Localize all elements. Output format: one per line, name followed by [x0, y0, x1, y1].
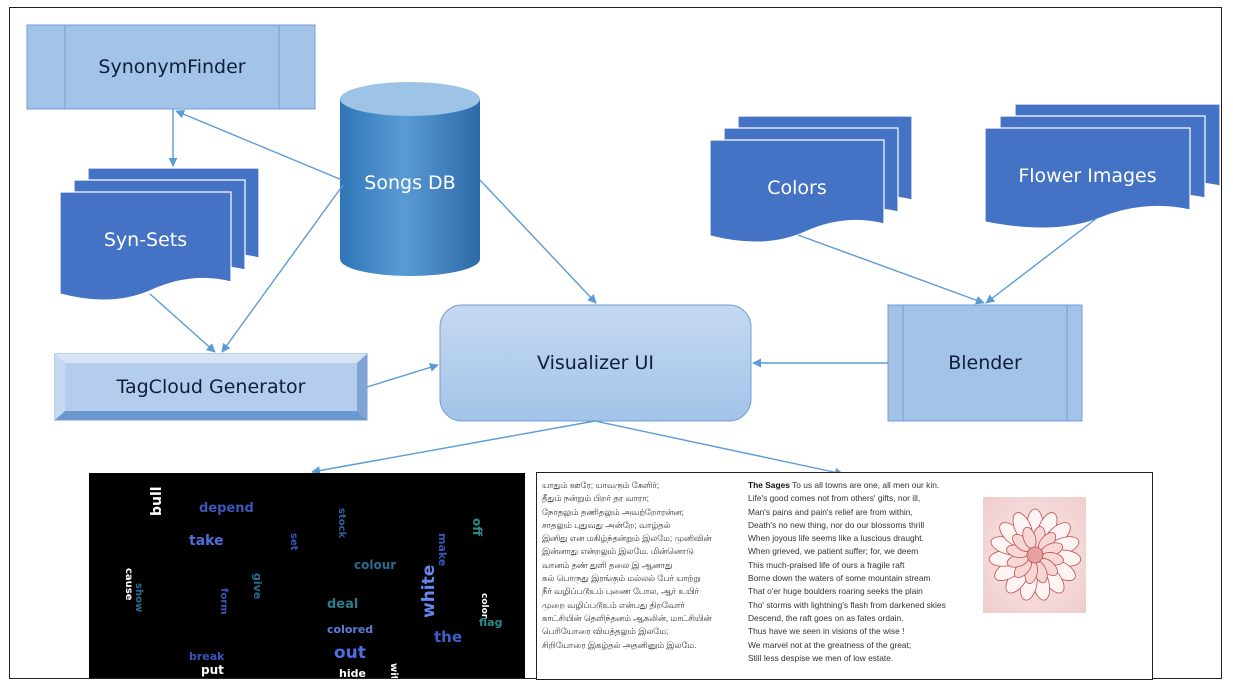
tamil-poem-line: நோதலும் தணிதலும் அவற்றோரன்ன;: [542, 506, 684, 517]
tag-word: color: [479, 593, 489, 619]
english-poem-line: When joyous life seems like a luscious d…: [748, 533, 924, 544]
tamil-poem-line: கல் பொருது இரங்கும் மல்லல் பேர் யாற்று: [542, 573, 701, 584]
arrow-visualizer-to-tagcloud-output: [311, 420, 596, 475]
english-poem-line: Death's no new thing, nor do our blossom…: [748, 519, 925, 530]
tamil-poem-line: யாதும் ஊரே; யாவரும் கேளிர்;: [542, 480, 660, 490]
tag-word: give: [251, 573, 264, 600]
tag-word: with: [388, 663, 399, 678]
flower-image: [983, 497, 1086, 613]
tag-word: the: [434, 628, 463, 646]
english-poem-line: Still less despise we men of low estate.: [748, 652, 894, 663]
syn-sets-label: Syn-Sets: [103, 229, 188, 251]
arrow-songsdb-to-visualizer: [479, 179, 597, 304]
tag-word: hide: [339, 667, 366, 678]
english-poem-line: Man's pains and pain's relief are from w…: [748, 506, 913, 517]
blender-box: [887, 304, 1083, 422]
english-poem-line: Thus have we seen in visions of the wise…: [748, 626, 905, 637]
tamil-poem-line: தீதும் நன்றும் பிறர் தர வாரா;: [542, 493, 649, 504]
tamil-poem-line: சிறியோரை இகழ்தல் அதனினும் இலமே.: [542, 639, 697, 650]
tamil-poem-line: பெரியோரை வியத்தலும் இலமே;: [542, 626, 669, 637]
colors-shape: [709, 115, 913, 243]
english-poem-line: That o'er huge boulders roaring seeks th…: [748, 586, 923, 597]
tag-word: bull: [149, 486, 165, 516]
tag-word: flag: [479, 616, 503, 629]
tag-word: break: [189, 650, 225, 663]
tag-word: take: [189, 533, 224, 549]
blender-label: Blender: [948, 352, 1022, 374]
arrow-tagcloud-to-visualizer: [366, 363, 439, 388]
english-poem-line: Descend, the raft goes on as fates ordai…: [748, 612, 904, 623]
tamil-poem-line: இன்னாது என்றலும் இலமே. மின்னொடு: [542, 546, 694, 557]
tag-word: colored: [327, 623, 374, 636]
tag-word: show: [133, 583, 144, 613]
arrow-songsdb-to-synfinder: [175, 109, 343, 181]
poem-title: The Sages: [748, 480, 790, 490]
arrow-songsdb-to-tagcloud: [221, 184, 344, 353]
english-poem-line: The Sages To us all towns are one, all m…: [748, 479, 946, 492]
songs-db-label: Songs DB: [364, 172, 456, 194]
english-poem-line: Life's good comes not from others' gifts…: [748, 493, 921, 504]
arrow-colors-to-blender: [797, 234, 985, 305]
english-poem: The Sages To us all towns are one, all m…: [748, 479, 946, 665]
tamil-poem-line: நீர் வழிப்படூஉம் புணை போல, ஆர் உயிர்: [542, 586, 699, 597]
visualizer-ui-label: Visualizer UI: [536, 352, 655, 374]
tag-cloud-panel: depend take bull colour deal colored white the f…: [89, 473, 525, 678]
tag-word: stock: [336, 508, 347, 539]
synonym-finder-box: [26, 24, 316, 110]
arrow-visualizer-to-poem-output: [594, 420, 844, 477]
english-poem-line: We marvel not at the greatness of the gr…: [748, 639, 912, 650]
tag-word: deal: [327, 597, 359, 612]
tamil-poem-line: காட்சியின் தெளிந்தனம் ஆகலின், மாட்சியின்: [542, 612, 712, 623]
tamil-poem: யாதும் ஊரே; யாவரும் கேளிர்; தீதும் நன்றும…: [542, 479, 712, 652]
tag-word: colour: [354, 558, 397, 572]
tag-word: depend: [199, 501, 254, 516]
tag-word: white: [419, 564, 439, 618]
tamil-poem-line: முறை வழிப்படூஉம் என்பது திறவோர்: [542, 599, 685, 610]
tag-word: make: [436, 533, 449, 567]
poem-output-panel: யாதும் ஊரே; யாவரும் கேளிர்; தீதும் நன்றும…: [536, 472, 1153, 680]
colors-label: Colors: [767, 177, 827, 199]
flower-images-shape: [984, 103, 1221, 229]
tagcloud-generator-label: TagCloud Generator: [116, 376, 306, 398]
tagcloud-generator-box: [54, 353, 368, 421]
tag-word: set: [288, 533, 299, 551]
tag-word: out: [334, 643, 366, 663]
tamil-poem-line: இனிது என மகிழ்ந்தன்றும் இலமே; முனிவின்: [542, 533, 712, 544]
english-poem-line: This much-praised life of ours a fragile…: [748, 559, 905, 570]
songs-db-cylinder: [340, 82, 480, 276]
tamil-poem-line: வானம் தண் துளி தலை இ ஆனாது: [542, 559, 673, 570]
arrow-flowers-to-blender: [985, 217, 1098, 304]
english-poem-text: To us all towns are one, all men our kin…: [792, 480, 940, 490]
flower-images-label: Flower Images: [1018, 165, 1157, 187]
tamil-poem-line: சாதலும் புதுவது அன்றே; வாழ்தல்: [542, 519, 671, 530]
arrow-synsets-to-tagcloud: [149, 293, 216, 353]
tag-word: put: [201, 663, 224, 677]
synonym-finder-label: SynonymFinder: [98, 56, 246, 78]
english-poem-line: When grieved, we patient suffer; for, we…: [748, 546, 919, 557]
syn-sets-shape: [59, 167, 260, 301]
tag-word: off: [470, 518, 484, 536]
english-poem-line: Tho' storms with lightning's flash from …: [748, 599, 946, 610]
english-poem-line: Borne down the waters of some mountain s…: [748, 573, 931, 584]
tag-word: form: [218, 588, 229, 615]
